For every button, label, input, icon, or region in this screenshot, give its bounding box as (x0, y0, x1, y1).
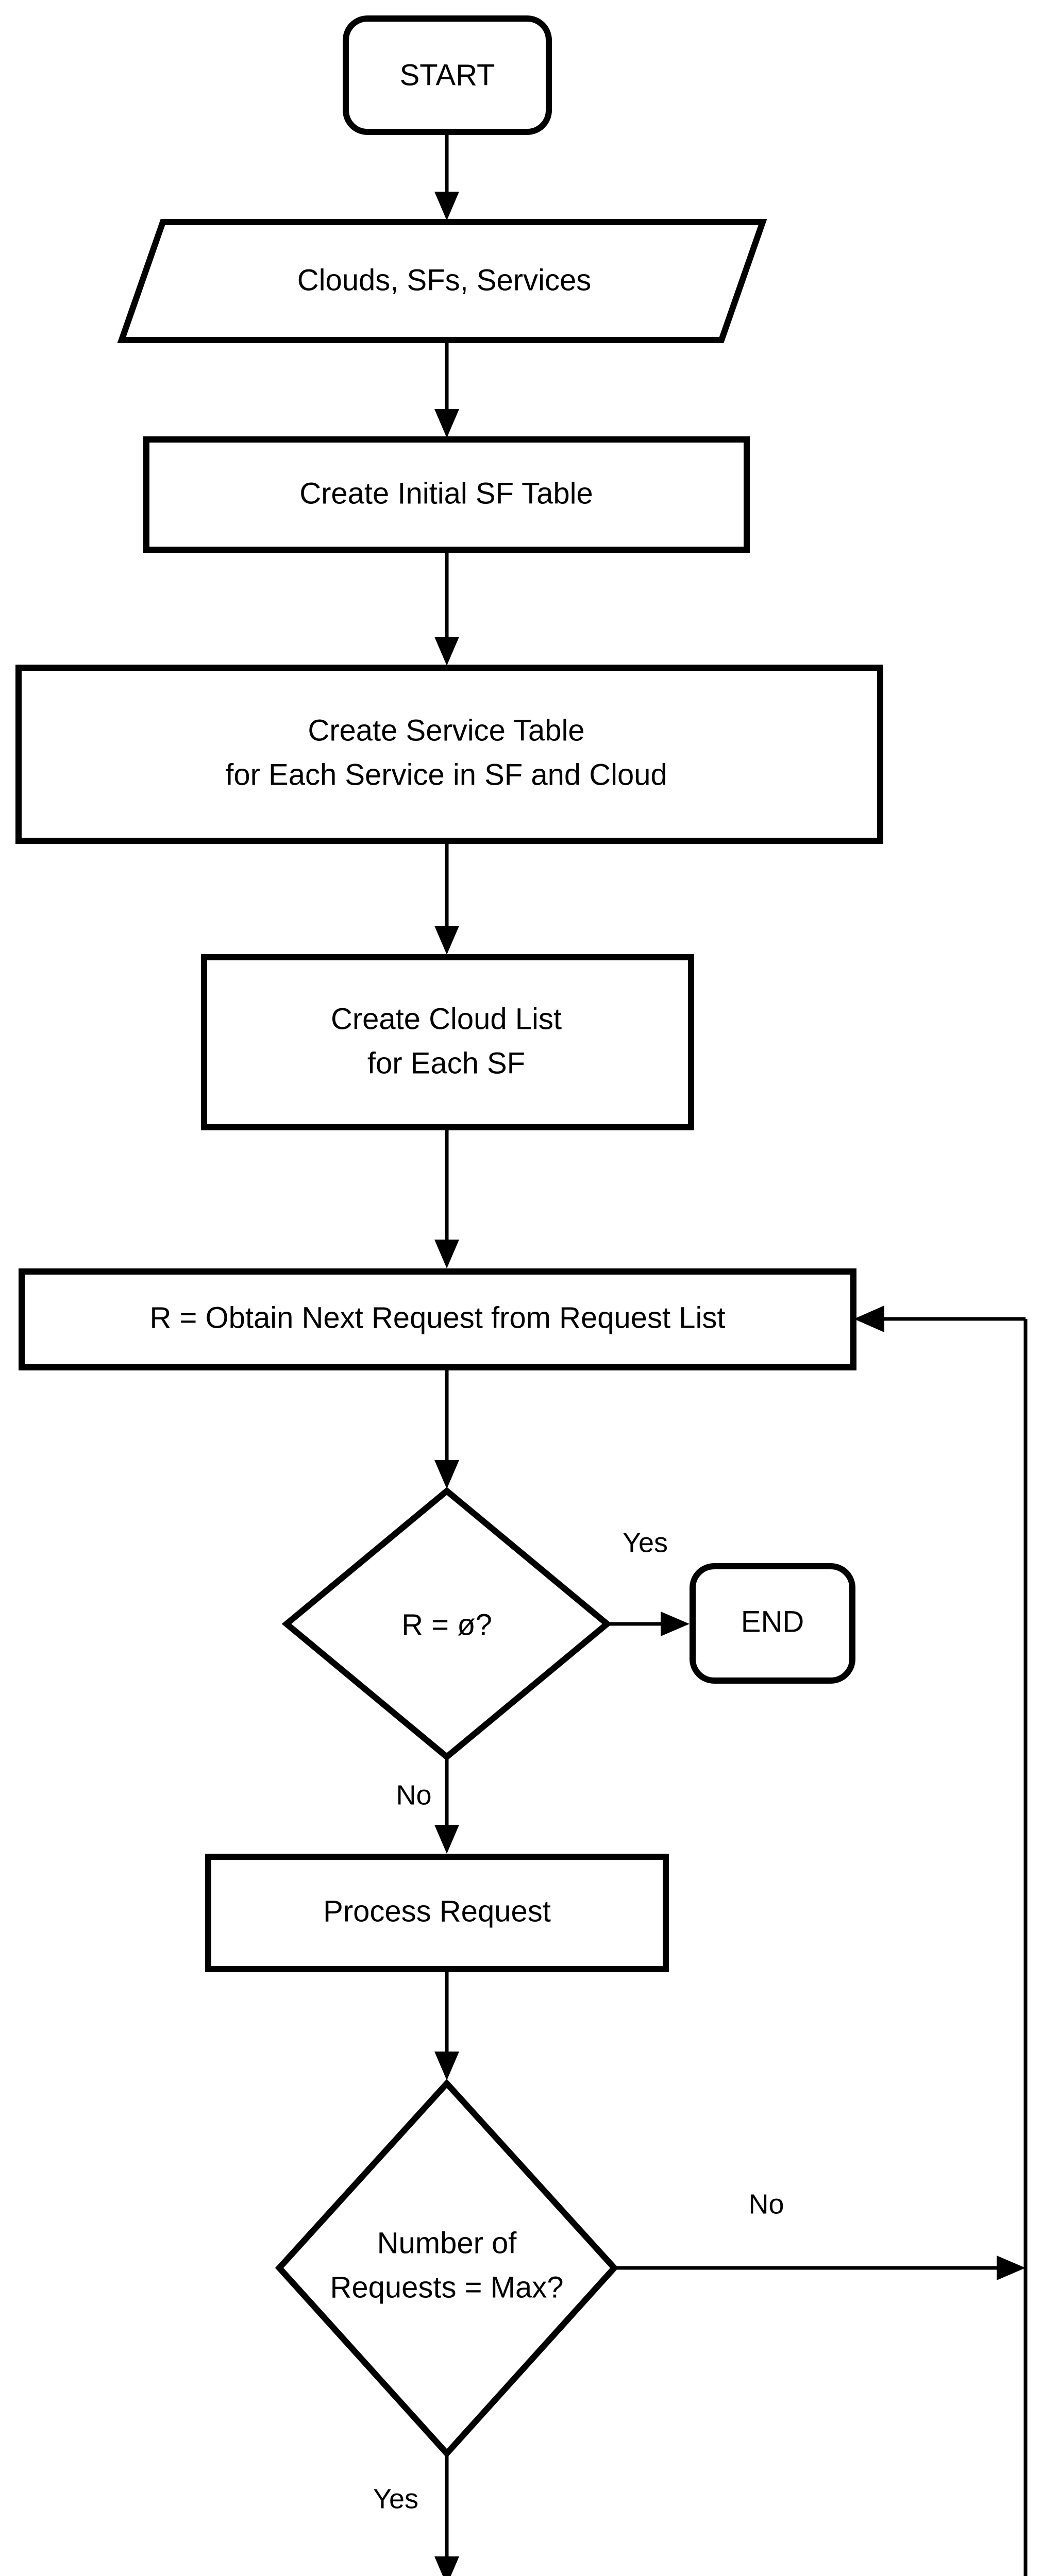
requests-max-label-line1: Number of (377, 2226, 517, 2260)
edge-label-no-requests-max: No (748, 2189, 784, 2219)
edge-r-empty-to-process-request (434, 1759, 459, 1854)
r-empty-label: R = ø? (401, 1608, 492, 1641)
edge-obtain-request-to-r-empty (434, 1369, 459, 1489)
cloud-list-label-line2: for Each SF (367, 1046, 525, 1080)
cloud-list-label-line1: Create Cloud List (331, 1002, 562, 1036)
edge-requests-max-yes-to-frequency-matrix (434, 2455, 459, 2576)
obtain-request-label: R = Obtain Next Request from Request Lis… (149, 1301, 725, 1334)
process-request-label: Process Request (323, 1894, 551, 1928)
node-cloud-list[interactable]: Create Cloud List for Each SF (201, 954, 694, 1130)
cloud-list-shape (201, 954, 694, 1130)
obtain-request-shape (19, 1268, 856, 1370)
service-table-label-line1: Create Service Table (308, 714, 584, 747)
node-process-request[interactable]: Process Request (205, 1854, 669, 1972)
node-end[interactable]: END (690, 1563, 855, 1684)
node-inputs[interactable]: Clouds, SFs, Services (117, 219, 767, 343)
edge-label-yes-requests-max: Yes (373, 2483, 418, 2514)
service-table-shape (15, 665, 883, 844)
r-empty-shape (281, 1487, 612, 1761)
process-request-shape (205, 1854, 669, 1972)
edge-r-empty-to-end (608, 1612, 690, 1636)
node-service-table[interactable]: Create Service Table for Each Service in… (15, 665, 883, 844)
node-r-empty[interactable]: R = ø? (281, 1487, 612, 1761)
start-shape (343, 15, 552, 135)
requests-max-shape (275, 2079, 619, 2458)
service-table-label-line2: for Each Service in SF and Cloud (225, 758, 667, 791)
node-initial-sf-table[interactable]: Create Initial SF Table (143, 436, 750, 553)
edge-label-yes-r-empty: Yes (623, 1527, 668, 1558)
inputs-shape (117, 219, 767, 343)
initial-sf-table-shape (143, 436, 750, 553)
edge-process-request-to-requests-max (434, 1971, 459, 2080)
node-obtain-request[interactable]: R = Obtain Next Request from Request Lis… (19, 1268, 856, 1370)
edge-initial-sf-table-to-service-table (434, 553, 459, 666)
requests-max-label-line2: Requests = Max? (330, 2270, 564, 2304)
edge-cloud-list-to-obtain-request (434, 1129, 459, 1268)
inputs-label: Clouds, SFs, Services (297, 263, 592, 297)
edge-requests-max-no-to-obtain-request (614, 2256, 1026, 2280)
node-requests-max[interactable]: Number of Requests = Max? (275, 2079, 619, 2458)
end-shape (690, 1563, 855, 1684)
edge-label-no-r-empty: No (396, 1780, 431, 1810)
edge-inputs-to-initial-sf-table (434, 343, 459, 438)
start-label: START (400, 58, 495, 92)
edge-update-sf-table-to-obtain-request (854, 1306, 1028, 2576)
end-label: END (741, 1605, 804, 1638)
edge-service-table-to-cloud-list (434, 843, 459, 955)
edge-start-to-inputs (434, 135, 459, 221)
initial-sf-table-label: Create Initial SF Table (299, 477, 593, 510)
node-start[interactable]: START (343, 15, 552, 135)
